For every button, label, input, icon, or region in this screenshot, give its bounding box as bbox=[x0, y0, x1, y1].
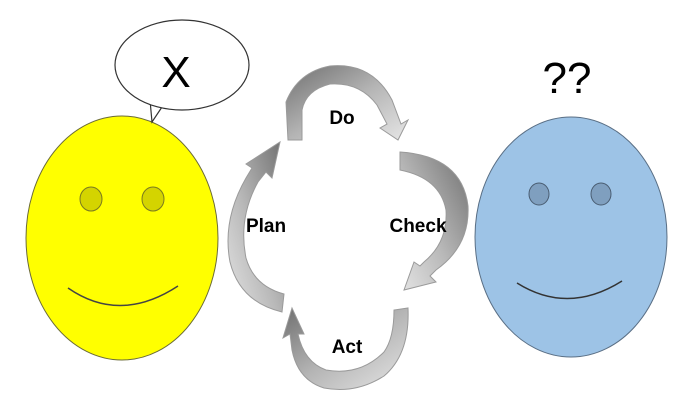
speech-bubble-shape bbox=[114, 19, 250, 111]
right-face-left-eye bbox=[528, 182, 550, 206]
check-arrow bbox=[399, 151, 469, 291]
speech-bubble: X bbox=[114, 19, 250, 124]
pdca-cycle bbox=[227, 65, 469, 390]
right-smiley-face bbox=[474, 116, 668, 358]
do-arrow bbox=[285, 65, 410, 141]
plan-arrow bbox=[227, 140, 285, 313]
cycle-label-act: Act bbox=[332, 337, 363, 358]
cycle-label-plan: Plan bbox=[246, 216, 286, 237]
right-face-circle bbox=[474, 116, 668, 358]
left-face-circle bbox=[25, 115, 219, 361]
speech-bubble-text: X bbox=[161, 48, 190, 97]
act-arrow bbox=[282, 306, 409, 390]
cycle-label-check: Check bbox=[389, 216, 446, 237]
thought-question-marks: ?? bbox=[543, 54, 592, 103]
cycle-label-do: Do bbox=[329, 108, 354, 129]
left-face-left-eye bbox=[79, 186, 103, 212]
left-face-right-eye bbox=[141, 186, 165, 212]
left-face-smile bbox=[67, 285, 179, 307]
right-face-smile bbox=[516, 280, 623, 300]
right-face-right-eye bbox=[590, 182, 612, 206]
left-smiley-face bbox=[25, 115, 219, 361]
